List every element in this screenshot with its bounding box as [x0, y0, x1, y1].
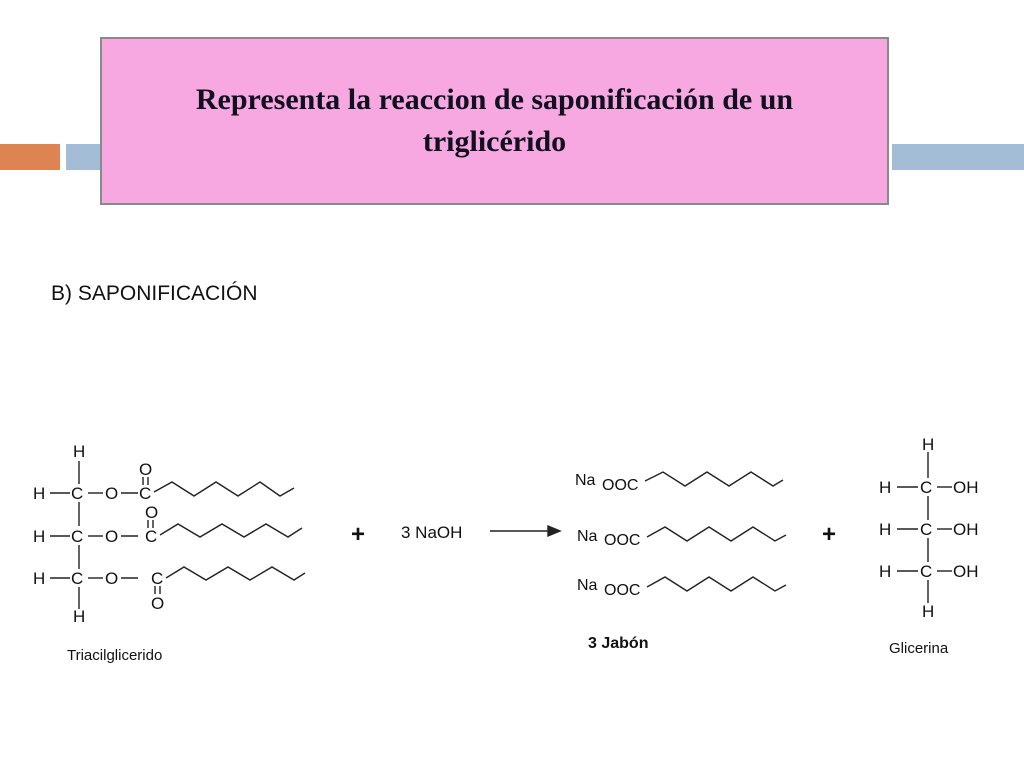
glycerol-c-2: C: [920, 520, 932, 539]
atom-o-ester-2: O: [105, 527, 118, 546]
accent-stripe-orange: [0, 144, 60, 170]
glycerol-h-bottom: H: [922, 602, 934, 621]
atom-c-backbone-2: C: [71, 527, 83, 546]
group-ooc-3: OOC: [604, 582, 640, 599]
glycerol-oh-3: OH: [953, 562, 979, 581]
group-ooc-1: OOC: [602, 477, 638, 494]
atom-na-2: Na: [577, 528, 598, 545]
accent-stripe-blue-left: [66, 144, 102, 170]
label-jabon: 3 Jabón: [588, 635, 648, 652]
atom-c-carbonyl-2: C: [145, 527, 157, 546]
glycerol-oh-2: OH: [953, 520, 979, 539]
glycerol-oh-1: OH: [953, 478, 979, 497]
atom-na-1: Na: [575, 472, 596, 489]
plus-sign-2: +: [822, 521, 836, 548]
glycerol-c-3: C: [920, 562, 932, 581]
atom-o-carbonyl-3: O: [151, 594, 164, 613]
glycerol-h-top: H: [922, 435, 934, 454]
atom-o-ester-1: O: [105, 484, 118, 503]
glycerol-h-left-1: H: [879, 478, 891, 497]
atom-c-carbonyl-3: C: [151, 569, 163, 588]
atom-o-carbonyl-1: O: [139, 460, 152, 479]
label-triacilglicerido: Triacilglicerido: [67, 647, 162, 664]
section-subtitle: B) SAPONIFICACIÓN: [51, 282, 258, 305]
glycerol-c-1: C: [920, 478, 932, 497]
glycerol-h-left-3: H: [879, 562, 891, 581]
atom-c-backbone-1: C: [71, 484, 83, 503]
accent-stripe-blue-right: [892, 144, 1024, 170]
atom-h-left-2: H: [33, 527, 45, 546]
atom-o-ester-3: O: [105, 569, 118, 588]
atom-h-bottom: H: [73, 607, 85, 626]
atom-c-backbone-3: C: [71, 569, 83, 588]
atom-c-carbonyl-1: C: [139, 484, 151, 503]
atom-h-top: H: [73, 442, 85, 461]
atom-h-left-3: H: [33, 569, 45, 588]
atom-o-carbonyl-2: O: [145, 503, 158, 522]
plus-sign-1: +: [351, 521, 365, 548]
atom-h-left-1: H: [33, 484, 45, 503]
atom-na-3: Na: [577, 577, 598, 594]
label-glicerina: Glicerina: [889, 640, 949, 657]
group-ooc-2: OOC: [604, 532, 640, 549]
title-box: Representa la reaccion de saponificación…: [100, 37, 889, 205]
glycerol-h-left-2: H: [879, 520, 891, 539]
slide-title: Representa la reaccion de saponificación…: [195, 83, 794, 158]
reagent-naoh: 3 NaOH: [401, 523, 462, 542]
